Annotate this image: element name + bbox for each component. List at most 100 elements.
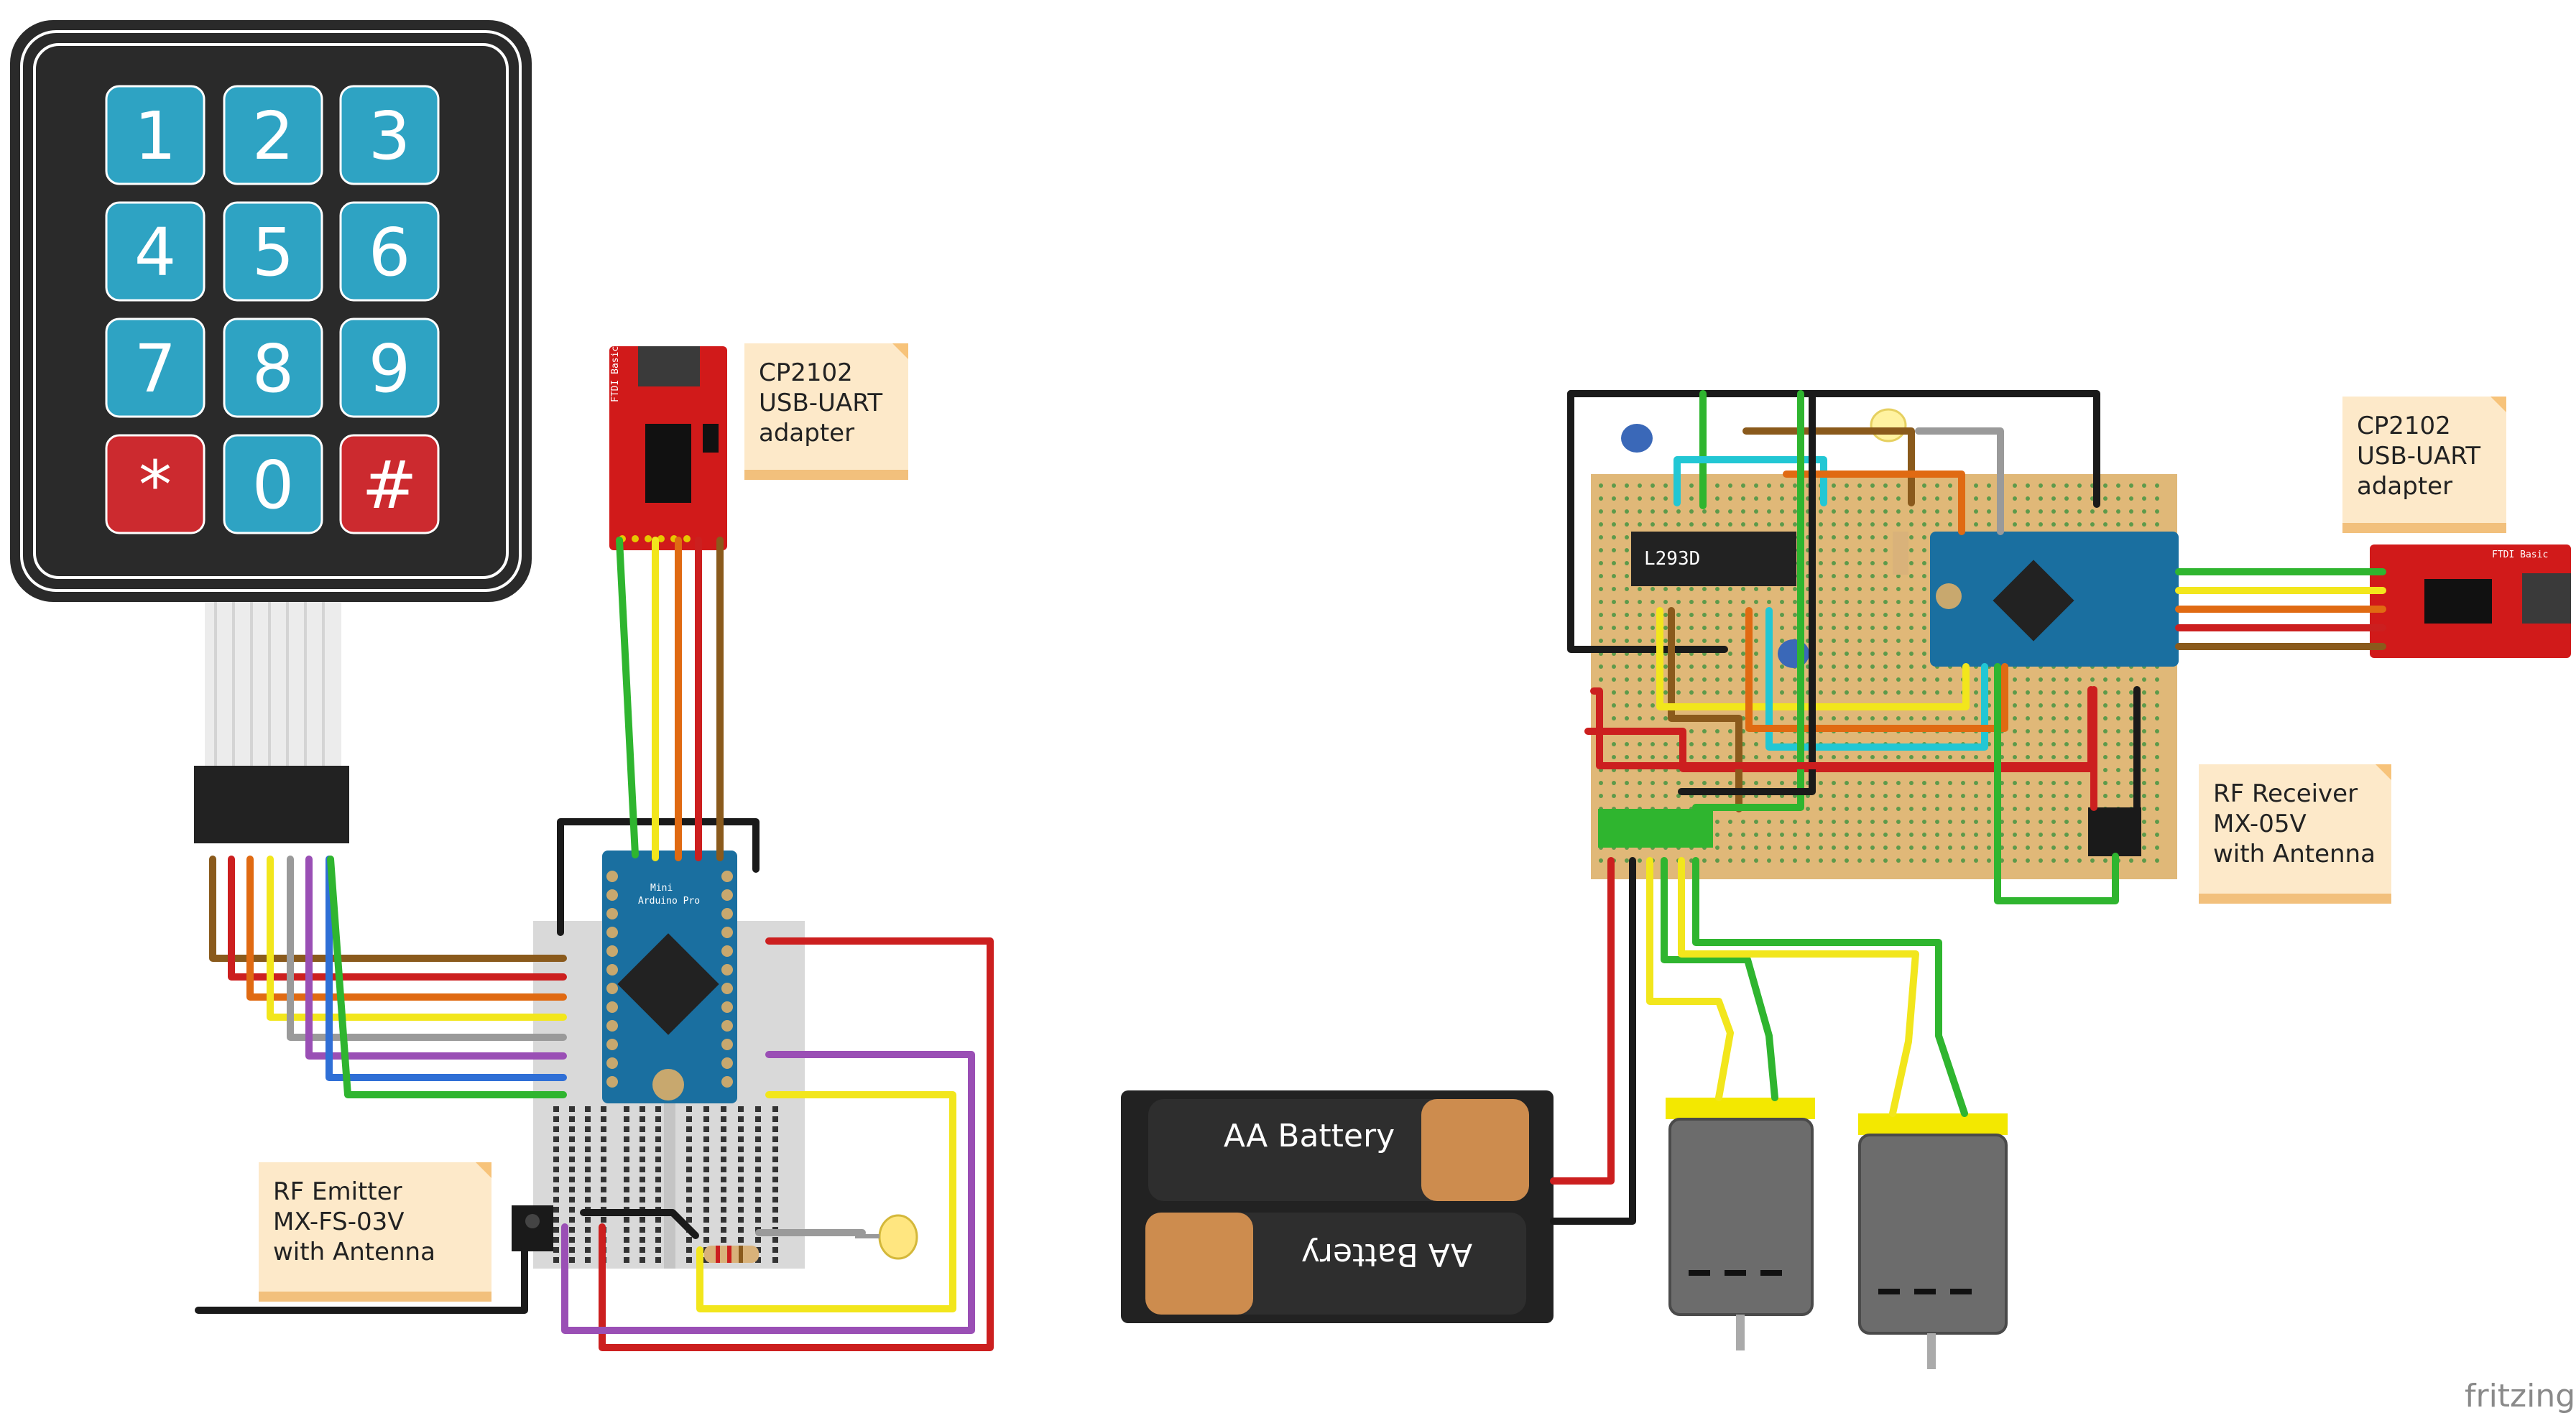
wire-black-26: [1567, 390, 2100, 508]
wire-red-7: [228, 856, 567, 981]
wire-blue-12: [326, 856, 567, 1081]
arduino-pro-mini-left: Mini Arduino Pro: [602, 851, 737, 1103]
ftdi-left-label: FTDI Basic: [610, 346, 621, 402]
key-label: 4: [134, 214, 177, 291]
wire-black-39: [1678, 390, 1816, 795]
keypad-connector: [194, 766, 349, 843]
note-line: with Antenna: [273, 1238, 435, 1266]
arduino-left-label-2: Arduino Pro: [638, 896, 700, 907]
key-9[interactable]: 9: [339, 318, 440, 418]
note-line: USB-UART: [2357, 442, 2480, 471]
resistor-right: [1893, 532, 1908, 575]
note-line: with Antenna: [2213, 840, 2376, 868]
rf-receiver-module: [2088, 807, 2141, 856]
wire-yellow-24: [1678, 857, 1919, 1117]
wire-yellow-9: [267, 856, 567, 1021]
key-4[interactable]: 4: [105, 201, 206, 302]
stripboard: L293D: [1591, 408, 2179, 879]
motor-header: [1598, 809, 1713, 848]
left-circuit: FTDI Basic Mini Arduino Pro: [512, 346, 918, 1269]
led-left: [855, 1214, 918, 1260]
key-label: 8: [252, 330, 295, 407]
key-8[interactable]: 8: [223, 318, 323, 418]
wire-green-1: [616, 537, 639, 858]
key-label: 3: [369, 98, 411, 175]
key-3[interactable]: 3: [339, 85, 440, 185]
key-label: #: [361, 447, 417, 524]
key-star[interactable]: *: [105, 434, 206, 534]
note-line: RF Receiver: [2213, 779, 2358, 808]
wire-cyan-29: [1674, 456, 1827, 506]
wire-black-21: [1550, 857, 1636, 1225]
arduino-left-label-1: Mini: [650, 883, 673, 894]
note-line: CP2102: [759, 358, 853, 387]
wire-purple-15: [561, 1051, 975, 1334]
key-label: 2: [252, 98, 295, 175]
key-label: 9: [369, 330, 411, 407]
wire-cyan-36: [1765, 607, 1988, 751]
wire-black-17: [195, 1246, 528, 1314]
aa-battery-top: AA Battery: [1148, 1099, 1529, 1201]
battery-top-label: AA Battery: [1224, 1118, 1395, 1154]
wire-orange-8: [246, 856, 567, 1001]
aa-battery-holder: AA Battery AA Battery: [1121, 1090, 1554, 1323]
key-label: 1: [134, 98, 177, 175]
wire-green-13: [327, 856, 567, 1098]
wire-green-38: [1692, 390, 1804, 811]
wire-red-20: [1550, 857, 1615, 1185]
ftdi-right-label: FTDI Basic: [2492, 550, 2548, 560]
wire-gray-10: [287, 856, 567, 1041]
ftdi-adapter-left: FTDI Basic: [609, 346, 727, 550]
note-line: MX-05V: [2213, 810, 2307, 838]
led-right: [1870, 408, 1907, 442]
key-2[interactable]: 2: [223, 85, 323, 185]
key-label: 7: [134, 330, 177, 407]
note-line: RF Emitter: [273, 1177, 402, 1206]
capacitor-2: [1778, 639, 1809, 668]
resistor-left: [704, 1246, 759, 1263]
key-1[interactable]: 1: [105, 85, 206, 185]
key-5[interactable]: 5: [223, 201, 323, 302]
wire-red-14: [599, 937, 994, 1351]
wire-yellow-16: [696, 1091, 956, 1312]
mcu-chip-right: [1993, 560, 2074, 641]
wire-yellow-22: [1646, 857, 1734, 1101]
battery-bottom-label: AA Battery: [1301, 1236, 1472, 1273]
key-label: *: [139, 447, 172, 524]
wire-green-23: [1661, 857, 1778, 1101]
wire-gray-32: [1915, 427, 2004, 535]
note-line: adapter: [759, 419, 854, 448]
capacitor-1: [1621, 424, 1653, 453]
note-line: adapter: [2357, 472, 2452, 501]
wire-brown-6: [209, 856, 567, 962]
key-label: 0: [252, 447, 295, 524]
wires: [195, 390, 2386, 1351]
note-line: MX-FS-03V: [273, 1208, 405, 1236]
note-line: CP2102: [2357, 412, 2451, 440]
wire-purple-11: [305, 856, 567, 1060]
key-7[interactable]: 7: [105, 318, 206, 418]
aa-battery-bottom: AA Battery: [1145, 1213, 1526, 1315]
mcu-chip: [617, 933, 719, 1035]
key-0[interactable]: 0: [223, 434, 323, 534]
wire-green-25: [1692, 857, 1968, 1117]
dc-motor-1: [1666, 1098, 1815, 1350]
wire-green-41: [1994, 663, 2119, 904]
key-label: 6: [369, 214, 411, 291]
wire-black-18: [580, 1209, 699, 1239]
key-hash[interactable]: #: [339, 434, 440, 534]
dc-motor-2: [1858, 1113, 2008, 1369]
l293d-label: L293D: [1644, 548, 1700, 570]
wire-red-40: [1590, 687, 2095, 769]
fritzing-watermark: fritzing: [2465, 1378, 2575, 1414]
key-6[interactable]: 6: [339, 201, 440, 302]
key-label: 5: [252, 214, 295, 291]
reset-button: [652, 1069, 684, 1100]
usb-connector: [638, 346, 700, 386]
ftdi-adapter-right: FTDI Basic: [2370, 545, 2571, 658]
